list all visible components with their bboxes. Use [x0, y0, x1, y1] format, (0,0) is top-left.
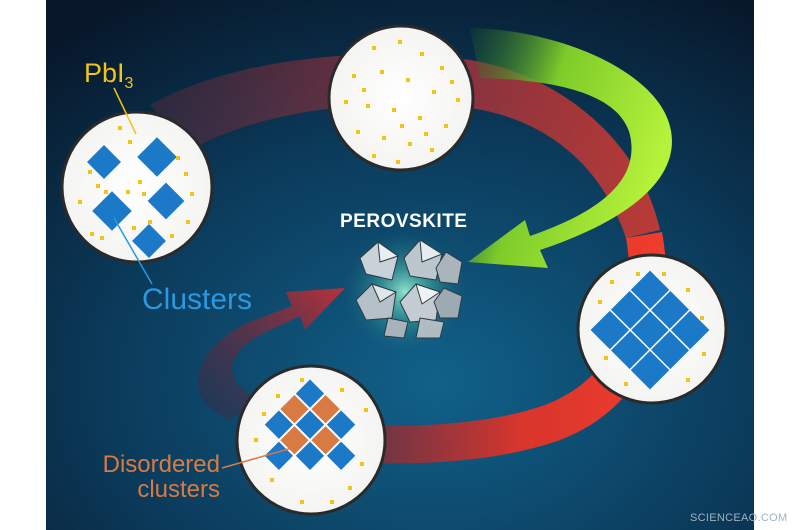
stage-circle-clusters: [60, 110, 214, 264]
watermark: SCIENCEAO.COM: [690, 512, 788, 524]
crystal-octahedra-icon: [355, 239, 463, 339]
clusters-callout-line: [113, 217, 153, 285]
stage-circle-disordered: [235, 364, 387, 516]
cluster-square: [132, 224, 166, 258]
cycle-arrow-return: [197, 288, 345, 420]
cluster-square: [92, 191, 132, 231]
cluster-square: [147, 182, 185, 220]
perovskite-label: PEROVSKITE: [340, 211, 468, 232]
pbi3-label: PbI3: [84, 58, 133, 93]
cycle-arrow-upper: [150, 54, 660, 238]
cycle-arrow-lower: [300, 232, 667, 464]
disordered-callout-line: [221, 447, 293, 469]
stage-circle-ordered: [576, 253, 728, 405]
disordered-clusters-label: Disordered clusters: [102, 451, 220, 503]
pbi3-callout-line: [113, 87, 137, 135]
stage-circle-pbi3: [327, 24, 475, 172]
pbi3-label-subscript: 3: [124, 75, 134, 92]
pbi3-label-main: PbI: [84, 58, 125, 88]
cluster-square: [87, 145, 121, 179]
cluster-square: [137, 137, 177, 177]
clusters-label: Clusters: [142, 283, 253, 316]
green-arrow: [468, 28, 672, 268]
